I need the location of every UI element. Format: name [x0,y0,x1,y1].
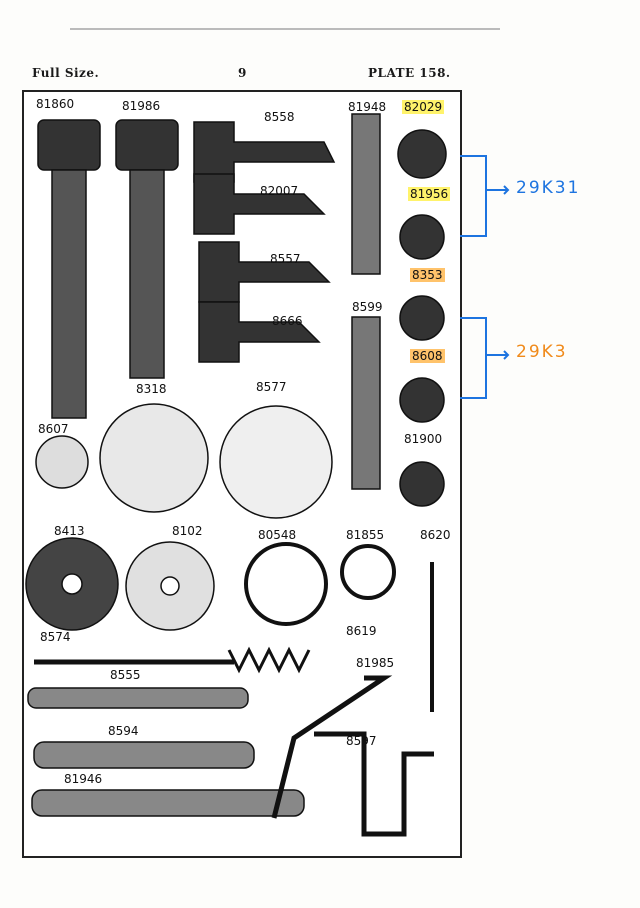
bracket-bottom [460,317,510,399]
label-8599: 8599 [352,300,383,314]
label-8620: 8620 [420,528,451,542]
label-82029: 82029 [402,100,445,114]
presser-foot-8666 [198,301,321,363]
bracket-top [460,155,510,237]
rack-81948 [351,113,381,275]
label-8577: 8577 [256,380,287,394]
label-81900: 81900 [404,432,443,446]
label-8353: 8353 [410,268,445,282]
parts-illustration [25,113,447,837]
pinion-81900 [399,461,445,507]
pinion-82029 [397,129,447,179]
disc-8318 [99,403,209,513]
label-81860: 81860 [36,97,75,111]
label-8557: 8557 [270,252,301,266]
arm-81946 [31,789,305,817]
pinion-8353 [399,295,445,341]
label-81946: 81946 [64,772,103,786]
arm-8594 [33,741,255,769]
rack-8599 [351,316,381,490]
disc-8607 [35,435,89,489]
label-8597: 8597 [346,734,377,748]
label-8318: 8318 [136,382,167,396]
label-81986: 81986 [122,99,161,113]
label-8619: 8619 [346,624,377,638]
disc-8577 [219,405,333,519]
annotation-top: 29K31 [516,178,581,198]
spring-80548 [244,542,328,626]
label-82007: 82007 [260,184,299,198]
label-8413: 8413 [54,524,85,538]
label-80548: 80548 [258,528,297,542]
lever-8597 [314,731,434,837]
label-8608: 8608 [410,349,445,363]
label-8555: 8555 [110,668,141,682]
label-8594: 8594 [108,724,139,738]
pinion-81956 [399,214,445,260]
page-number: 9 [238,66,247,80]
spring-81855 [340,544,396,600]
label-8102: 8102 [172,524,203,538]
pinion-8608 [399,377,445,423]
label-81948: 81948 [348,100,387,114]
label-8607: 8607 [38,422,69,436]
label-8666: 8666 [272,314,303,328]
label-8574: 8574 [40,630,71,644]
label-81956: 81956 [408,187,451,201]
presser-foot-82007 [193,173,326,235]
lever-81985 [271,675,393,819]
label-81855: 81855 [346,528,385,542]
size-label: Full Size. [32,66,100,80]
annotation-bottom: 29K3 [516,342,568,362]
top-rule [70,28,500,30]
parts-plate: 81860 81986 8558 81948 82029 82007 81956… [22,90,462,858]
label-8558: 8558 [264,110,295,124]
label-81985: 81985 [356,656,395,670]
arm-8555 [27,687,249,709]
plate-title: PLATE 158. [368,66,451,80]
spring-8619 [227,646,311,674]
